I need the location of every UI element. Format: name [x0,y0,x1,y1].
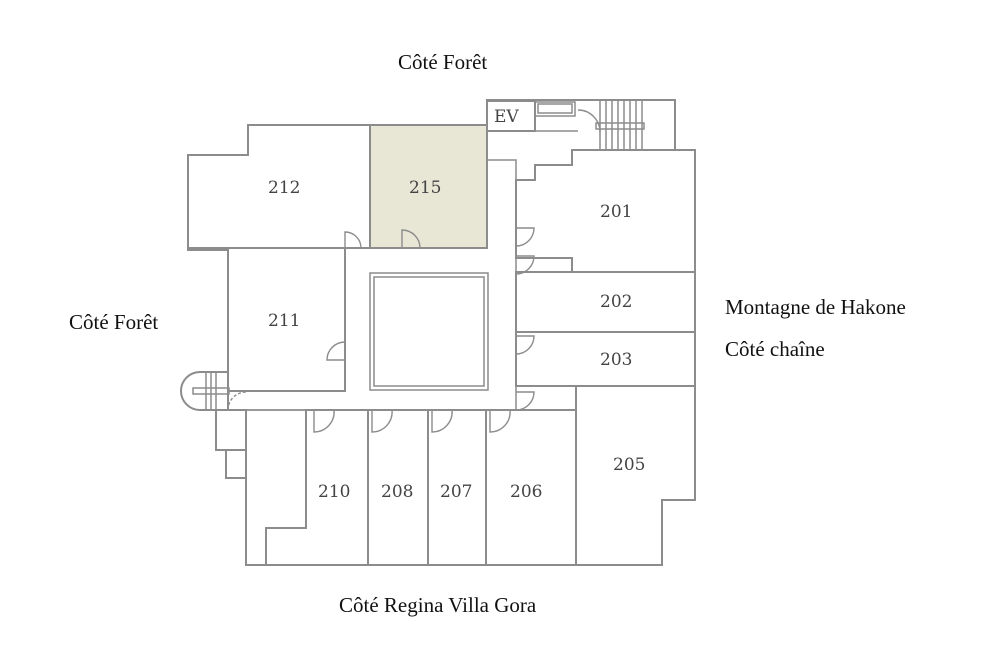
room-212-number: 212 [268,178,300,198]
corridor-north [486,131,517,180]
room-210-number: 210 [318,482,350,502]
label-west: Côté Forêt [69,310,159,334]
label-south: Côté Regina Villa Gora [339,593,537,617]
north-stair [577,99,645,151]
room-211-number: 211 [268,311,300,331]
label-east-line2: Côté chaîne [725,337,825,361]
room-205[interactable] [575,385,696,566]
corridor-edge [228,248,346,392]
west-stair [180,371,247,479]
room-207-number: 207 [440,482,472,502]
elevator-shaft-rail [534,101,576,117]
courtyard-inner [373,276,485,387]
courtyard-outer [369,272,489,391]
room-208[interactable] [367,409,429,566]
elevator-inner [537,103,573,114]
room-208-number: 208 [381,482,413,502]
room-202[interactable] [515,271,696,333]
room-203-number: 203 [600,350,632,370]
room-205-number: 205 [613,455,645,475]
room-201-number: 201 [600,202,632,222]
label-east-line1: Montagne de Hakone [725,295,906,319]
elevator-box [486,100,536,132]
label-north: Côté Forêt [398,50,488,74]
room-215-number: 215 [409,178,441,198]
room-202-number: 202 [600,292,632,312]
room-215[interactable] [369,124,488,249]
doors [313,227,535,433]
room-206[interactable] [485,409,577,566]
room-201[interactable] [515,149,696,273]
room-203[interactable] [515,331,696,387]
room-207[interactable] [427,409,487,566]
elevator-label: EV [494,107,519,127]
room-206-number: 206 [510,482,542,502]
